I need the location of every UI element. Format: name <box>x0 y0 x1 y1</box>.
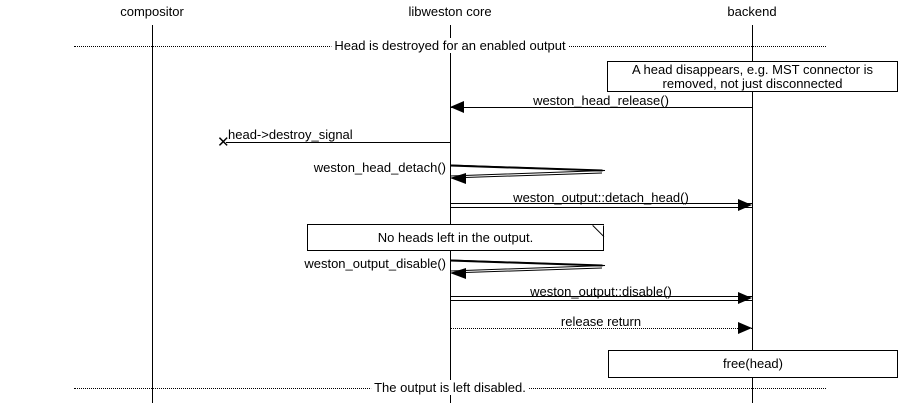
note-free-head-text: free(head) <box>723 356 783 371</box>
message-label-weston-head-release: weston_head_release() <box>533 93 669 108</box>
arrowhead-right-weston-output-detach-head <box>738 199 752 211</box>
self-call-weston-head-detach <box>450 163 610 187</box>
note-no-heads-left-text: No heads left in the output. <box>377 229 534 245</box>
message-line-release-return <box>450 328 752 329</box>
message-line-weston-output-disable-backend <box>450 296 752 301</box>
participant-label-compositor: compositor <box>120 4 184 19</box>
message-label-weston-output-disable-backend: weston_output::disable() <box>530 284 672 299</box>
note-no-heads-left: No heads left in the output. <box>307 224 604 251</box>
participant-label-libweston-core: libweston core <box>408 4 492 19</box>
participant-label-backend: backend <box>727 4 777 19</box>
message-label-head-destroy-signal: head->destroy_signal <box>228 127 353 142</box>
note-mst-connector-text: A head disappears, e.g. MST connector is… <box>631 61 874 91</box>
note-free-head: free(head) <box>608 350 898 378</box>
arrowhead-right-weston-output-disable-backend <box>738 292 752 304</box>
arrowhead-right-release-return <box>738 322 752 334</box>
lifeline-backend <box>752 25 753 403</box>
separator-label-top: Head is destroyed for an enabled output <box>331 38 569 53</box>
message-label-weston-output-disable: weston_output_disable() <box>304 256 446 271</box>
message-line-weston-output-detach-head <box>450 203 752 208</box>
message-label-weston-output-detach-head: weston_output::detach_head() <box>513 190 689 205</box>
message-line-head-destroy-signal <box>226 142 450 143</box>
message-label-release-return: release return <box>560 314 642 329</box>
lifeline-compositor <box>152 25 153 403</box>
arrowhead-left-weston-head-release <box>450 101 464 113</box>
lifeline-libweston-core <box>450 25 451 403</box>
separator-label-bottom: The output is left disabled. <box>371 380 529 395</box>
message-label-weston-head-detach: weston_head_detach() <box>313 160 446 175</box>
lost-message-x-icon: ✕ <box>217 134 230 151</box>
message-line-weston-head-release <box>450 107 752 108</box>
self-call-weston-output-disable <box>450 258 610 282</box>
note-mst-connector: A head disappears, e.g. MST connector is… <box>607 61 898 92</box>
